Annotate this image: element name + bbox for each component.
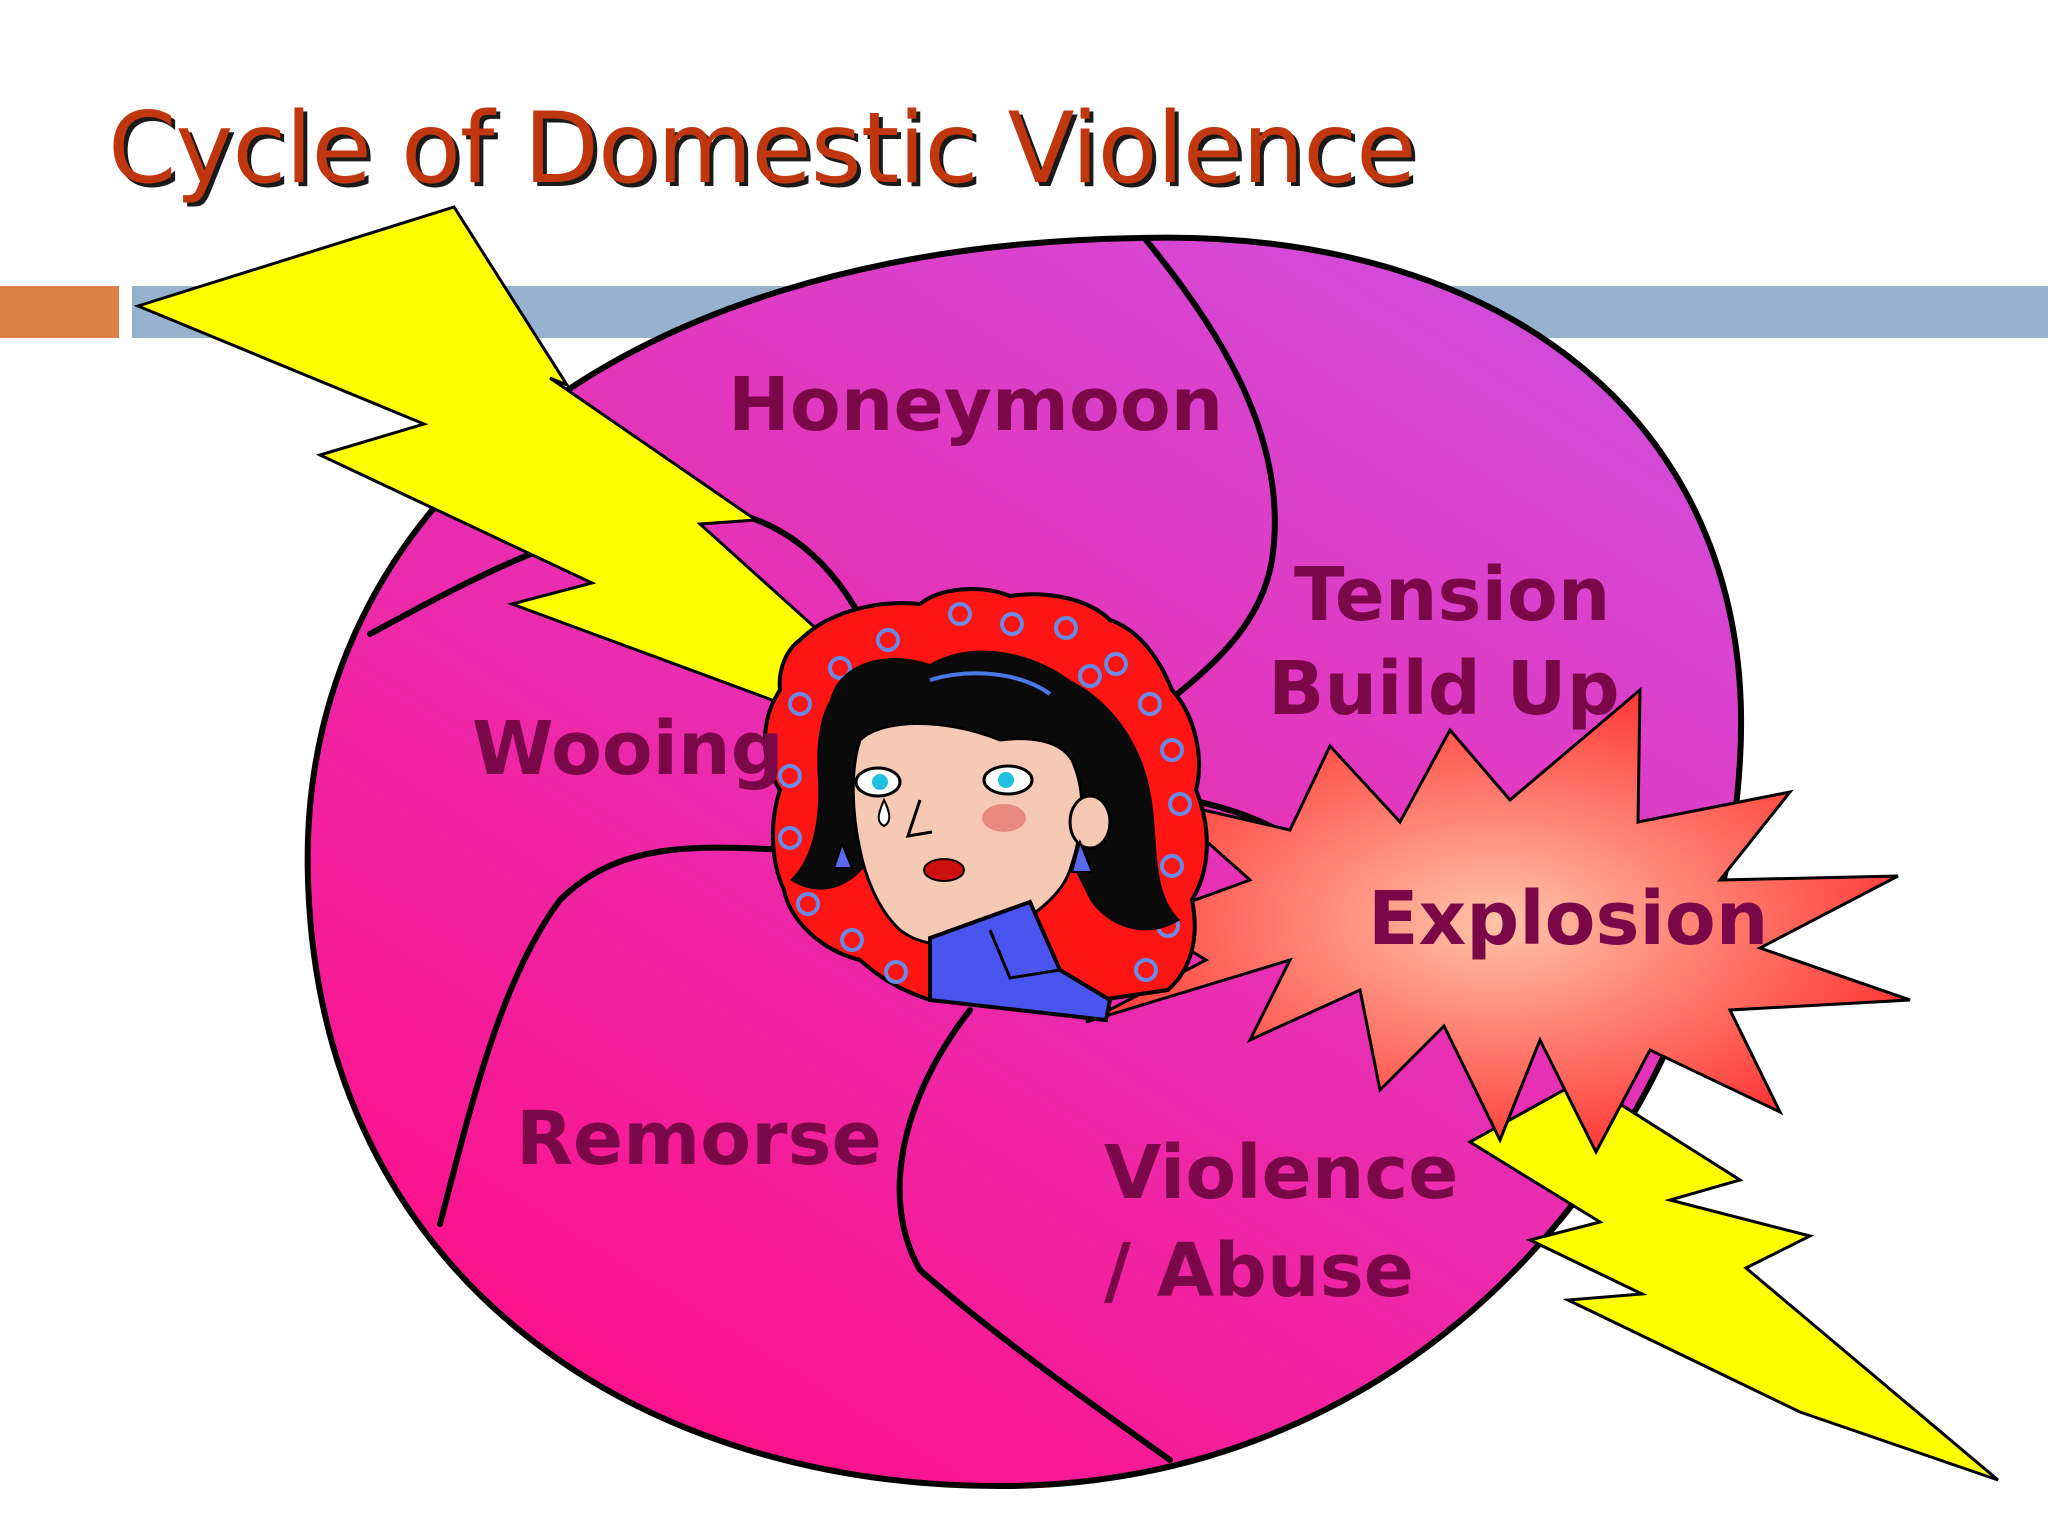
slide-title: Cycle of Domestic Violence [108,92,1416,206]
mouth [923,858,965,882]
pupil-left [872,774,888,790]
divider-remorse-violence [896,1007,1173,1463]
phase-label-tension-line1: Tension [1294,552,1610,638]
pupil-right [998,772,1014,788]
tear [877,797,891,828]
collar-fold [988,929,1061,980]
nose [905,799,933,838]
divider-wooing-remorse [437,844,793,1227]
divider-honeymoon-tension [1143,237,1278,703]
earring [1070,838,1094,873]
lightning-bolt-bottom [1467,1078,1999,1482]
phase-label-violence-line2: / Abuse [1104,1228,1414,1314]
phase-label-remorse: Remorse [516,1096,882,1182]
phase-labels: Honeymoon Tension Build Up Explosion Vio… [472,362,1768,1314]
ear [1068,794,1112,850]
phase-label-explosion: Explosion [1368,876,1768,962]
scarf-swirl-pattern [778,602,1192,984]
phase-label-violence-line1: Violence [1104,1130,1458,1216]
accent-bar-orange [0,286,119,338]
shirt-collar [928,899,1113,1023]
cheek-right [982,804,1026,832]
explosion-starburst [1085,686,1911,1156]
earring-left [832,841,854,869]
phase-label-honeymoon: Honeymoon [728,362,1223,448]
phase-label-tension-line2: Build Up [1268,646,1620,732]
woman-face-illustration [763,587,1209,1023]
hair-highlight [929,671,1052,696]
phase-label-wooing: Wooing [472,706,784,792]
